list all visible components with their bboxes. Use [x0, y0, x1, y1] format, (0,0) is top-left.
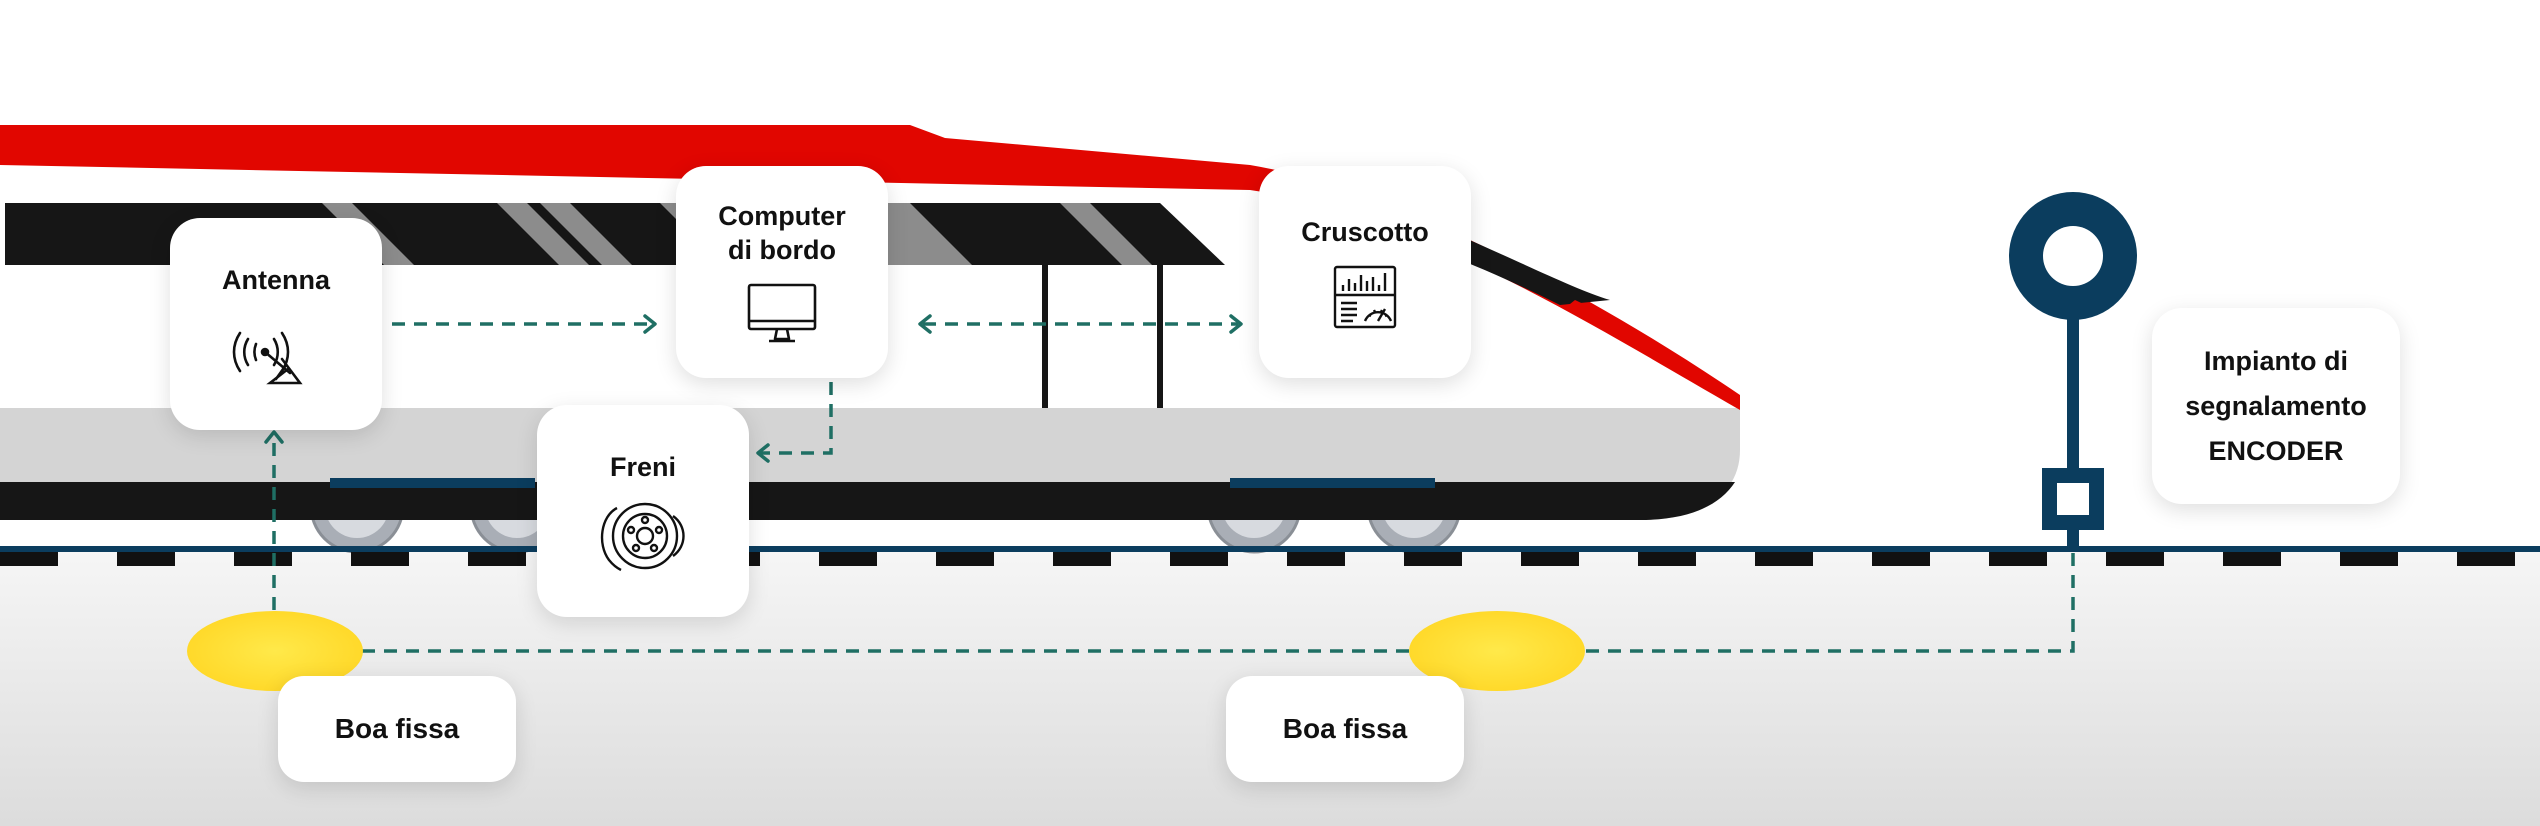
dashboard-icon [1333, 265, 1397, 329]
computer-label-line2: di bordo [728, 235, 836, 265]
onboard-computer-node: Computer di bordo [676, 166, 888, 378]
rail-sleeper [1521, 552, 1579, 566]
rail-sleeper [1170, 552, 1228, 566]
rail-sleeper [117, 552, 175, 566]
balise-1-label: Boa fissa [334, 713, 460, 744]
rail-sleeper [351, 552, 409, 566]
railway-track [0, 546, 2540, 566]
rail-sleeper [2340, 552, 2398, 566]
rail-sleeper [1872, 552, 1930, 566]
encoder-label-line2: segnalamento [2185, 390, 2367, 421]
balise-2-label: Boa fissa [1282, 713, 1408, 744]
rail-sleeper [468, 552, 526, 566]
balise-1 [187, 611, 363, 691]
computer-label-line1: Computer [718, 201, 846, 231]
monitor-icon [747, 283, 817, 343]
antenna-icon [232, 331, 303, 385]
connector-computer-brakes [760, 382, 833, 455]
antenna-node: Antenna [170, 218, 382, 430]
dashboard-label: Cruscotto [1301, 217, 1429, 247]
balise-2 [1409, 611, 1585, 691]
rail-sleeper [1989, 552, 2047, 566]
dashboard-node: Cruscotto [1259, 166, 1471, 378]
rail-sleeper [234, 552, 292, 566]
encoder-label-line1: Impianto di [2204, 345, 2348, 376]
rail-sleeper [2223, 552, 2281, 566]
rail-sleeper [1638, 552, 1696, 566]
rail-sleeper [2457, 552, 2515, 566]
brakes-node: Freni [537, 405, 749, 617]
connector-arrowheads [264, 314, 1243, 463]
connectors [272, 322, 2075, 653]
rail-sleeper [1404, 552, 1462, 566]
connector-balise-encoder [362, 545, 2075, 653]
signal-post-icon [2009, 192, 2137, 548]
rail-sleeper [1053, 552, 1111, 566]
brake-disc-icon [600, 502, 685, 572]
balise-1-label-card: Boa fissa [278, 676, 516, 782]
encoder-node: Impianto di segnalamento ENCODER [2152, 308, 2400, 504]
rail-sleeper [936, 552, 994, 566]
rail-sleeper [0, 552, 58, 566]
rail-sleeper [819, 552, 877, 566]
rail-sleeper [1755, 552, 1813, 566]
encoder-label-line3: ENCODER [2208, 435, 2344, 466]
rail-sleeper [2106, 552, 2164, 566]
rail-sleeper [1287, 552, 1345, 566]
brakes-label: Freni [609, 452, 676, 482]
balise-2-label-card: Boa fissa [1226, 676, 1464, 782]
antenna-label: Antenna [222, 265, 330, 295]
